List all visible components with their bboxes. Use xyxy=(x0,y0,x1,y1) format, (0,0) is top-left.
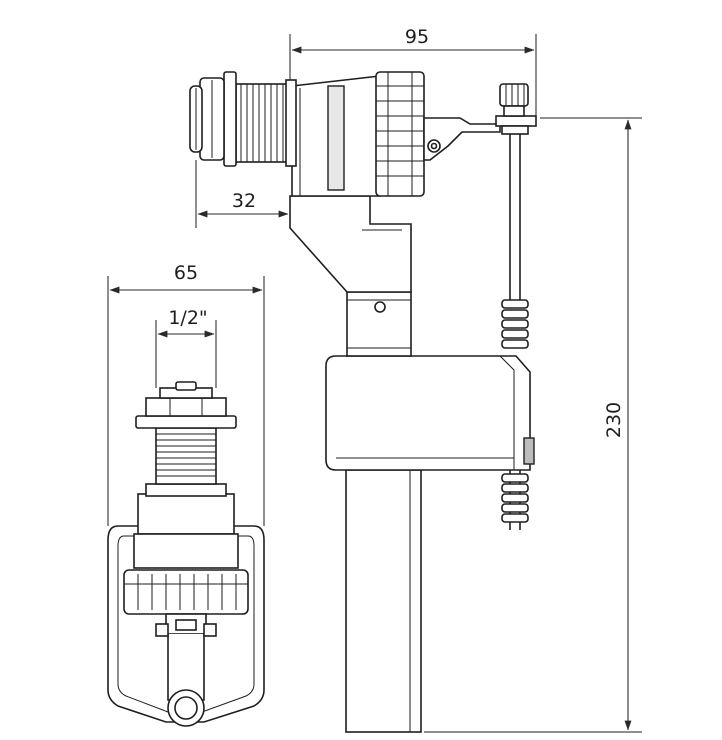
rod-spring-lower xyxy=(501,473,529,523)
front-nut xyxy=(145,397,227,417)
rod-top-bar xyxy=(495,115,537,127)
lower-tube xyxy=(345,469,422,733)
front-shank xyxy=(155,427,217,485)
dim-label-32: 32 xyxy=(232,190,256,212)
float-chamber xyxy=(325,355,531,471)
front-pivot-inner xyxy=(174,696,198,720)
shank-threads xyxy=(240,84,284,162)
front-flange xyxy=(135,415,237,429)
dimension-labels: 95 32 65 1/2" 230 xyxy=(168,26,625,438)
dim-label-65: 65 xyxy=(174,262,198,284)
dim-label-thread: 1/2" xyxy=(168,307,207,329)
rod-spring-upper xyxy=(501,299,529,349)
collar-screw xyxy=(374,301,386,313)
angled-neck xyxy=(289,195,412,293)
dim-label-95: 95 xyxy=(405,26,429,48)
dimension-lines xyxy=(107,34,642,733)
front-body xyxy=(137,493,235,535)
dim-label-230: 230 xyxy=(603,402,625,438)
side-view xyxy=(189,71,537,733)
inlet-shank xyxy=(235,83,293,163)
inlet-flange xyxy=(223,71,237,167)
lever-bracket xyxy=(423,117,501,161)
front-shank-threads xyxy=(156,433,216,477)
cap-ribs xyxy=(376,72,424,196)
front-view xyxy=(107,381,265,727)
front-cap-ribs xyxy=(124,574,248,610)
front-cap xyxy=(123,569,249,615)
valve-cap xyxy=(375,71,425,197)
